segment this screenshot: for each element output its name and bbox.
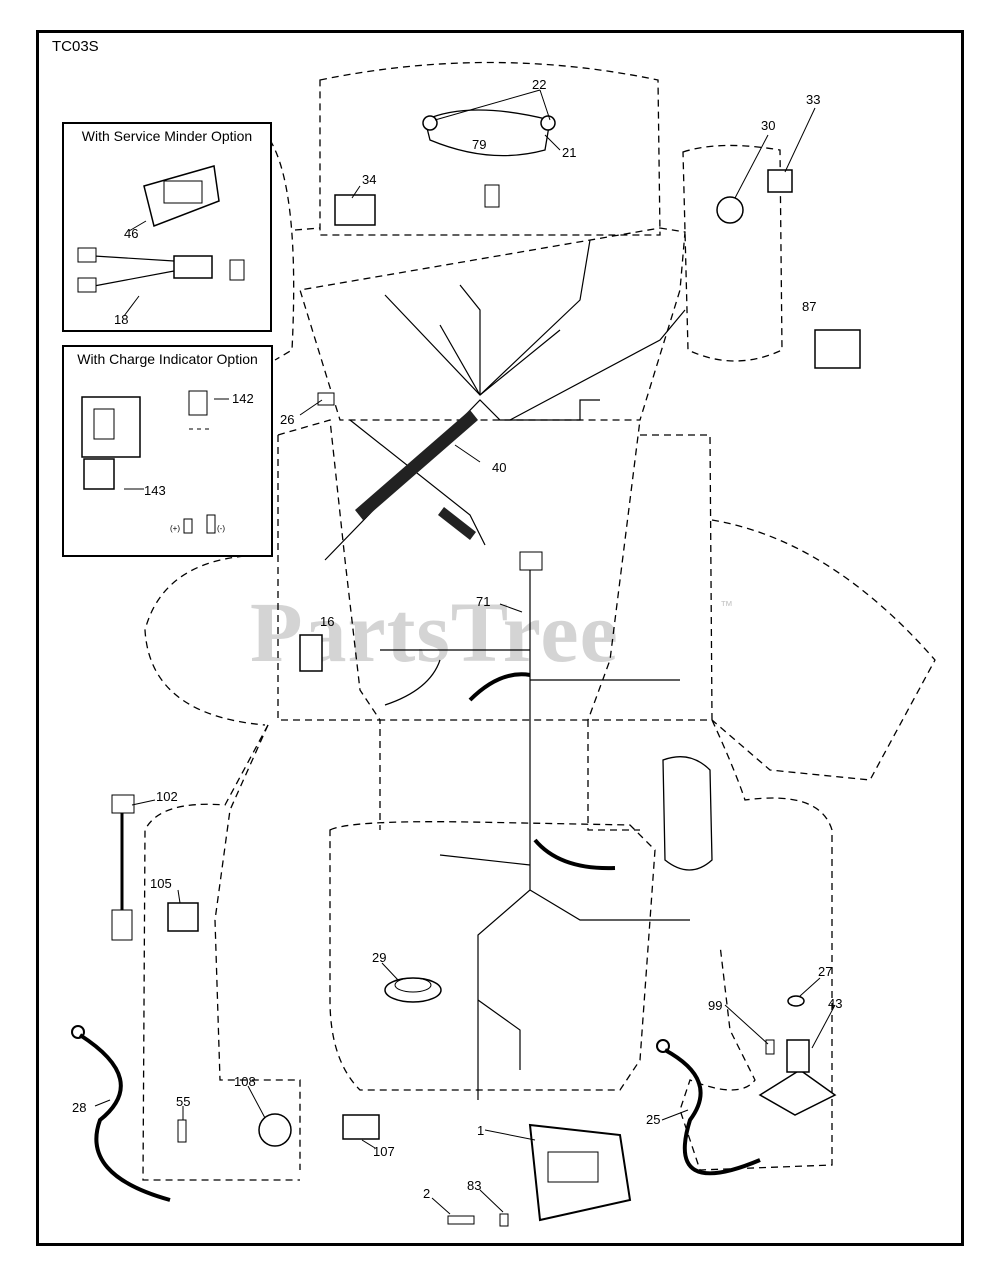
label-108: 108 xyxy=(234,1074,256,1089)
part-83-nut xyxy=(499,1213,509,1227)
cable-25-terminal xyxy=(656,1039,670,1053)
label-142: 142 xyxy=(232,391,254,406)
label-34: 34 xyxy=(362,172,376,187)
part-108-solenoid xyxy=(258,1113,292,1147)
part-18-plug-a xyxy=(77,247,97,263)
diagram-border xyxy=(36,30,964,1246)
label-40: 40 xyxy=(492,460,506,475)
cable-25 xyxy=(664,1048,761,1176)
shift-plate xyxy=(662,756,713,871)
part-1-battery-label xyxy=(547,1151,599,1183)
label-30: 30 xyxy=(761,118,775,133)
label-negative: (-) xyxy=(217,524,225,533)
inset-charge-indicator-title: With Charge Indicator Option xyxy=(77,351,258,367)
label-55: 55 xyxy=(176,1094,190,1109)
part-16-connector xyxy=(299,634,323,672)
leader-lines xyxy=(94,89,836,1215)
part-143-gauge xyxy=(81,396,141,458)
part-29-horn-inner xyxy=(394,977,432,993)
cable-28-terminal xyxy=(71,1025,85,1039)
part-27-nut xyxy=(787,995,805,1007)
part-34-switch xyxy=(334,194,376,226)
label-28: 28 xyxy=(72,1100,86,1115)
label-positive: (+) xyxy=(170,524,180,533)
part-143-connector xyxy=(83,458,115,490)
part-107-module xyxy=(342,1114,380,1140)
part-87-relay xyxy=(814,329,861,369)
part-102-plug-top xyxy=(111,794,135,814)
inset-service-minder-drawing: 46 18 xyxy=(77,165,245,327)
part-143-face xyxy=(93,408,115,440)
label-21: 21 xyxy=(562,145,576,160)
diagram-code: TC03S xyxy=(52,38,99,55)
watermark-trademark: ™ xyxy=(720,598,733,613)
harness-40 xyxy=(324,239,686,561)
part-43-solenoid xyxy=(786,1039,810,1073)
terminal-positive xyxy=(183,518,193,534)
label-2: 2 xyxy=(423,1186,430,1201)
part-22-bulb-right xyxy=(540,115,556,131)
label-107: 107 xyxy=(373,1144,395,1159)
part-1-battery xyxy=(528,1123,632,1222)
label-99: 99 xyxy=(708,998,722,1013)
part-43-bracket xyxy=(758,1069,837,1116)
label-29: 29 xyxy=(372,950,386,965)
label-16: 16 xyxy=(320,614,334,629)
part-33-switch xyxy=(767,169,793,193)
label-71: 71 xyxy=(476,594,490,609)
part-18-wires xyxy=(93,255,175,287)
label-143: 143 xyxy=(144,483,166,498)
label-83: 83 xyxy=(467,1178,481,1193)
part-142-terminal xyxy=(188,390,208,416)
inset-service-minder: With Service Minder Option 46 18 xyxy=(62,122,272,332)
inset-service-leaders xyxy=(123,220,147,317)
harness-71 xyxy=(380,560,690,1100)
ground-wire-lower xyxy=(533,838,616,871)
part-55-screw xyxy=(177,1119,187,1143)
part-18-plug-b xyxy=(77,277,97,293)
label-87: 87 xyxy=(802,299,816,314)
part-29-horn xyxy=(384,977,442,1003)
label-22: 22 xyxy=(532,77,546,92)
cable-28 xyxy=(78,1033,171,1202)
label-26: 26 xyxy=(280,412,294,427)
label-43: 43 xyxy=(828,996,842,1011)
part-105-switch xyxy=(167,902,199,932)
part-18-connector xyxy=(173,255,213,279)
inset-charge-indicator-drawing: 142 143 (+) (-) xyxy=(81,390,254,534)
part-79-connector xyxy=(484,184,500,208)
label-46: 46 xyxy=(124,226,138,241)
tractor-outline xyxy=(142,61,936,1181)
label-27: 27 xyxy=(818,964,832,979)
label-105: 105 xyxy=(150,876,172,891)
part-46-display xyxy=(163,180,203,204)
part-30-ignition xyxy=(716,196,744,224)
label-1: 1 xyxy=(477,1123,484,1138)
part-22-bulb-left xyxy=(422,115,438,131)
terminal-negative xyxy=(206,514,216,534)
label-18: 18 xyxy=(114,312,128,327)
part-2-bolt xyxy=(447,1215,475,1225)
part-46-meter xyxy=(143,165,220,228)
label-102: 102 xyxy=(156,789,178,804)
label-33: 33 xyxy=(806,92,820,107)
part-26-fuse xyxy=(317,392,335,406)
label-25: 25 xyxy=(646,1112,660,1127)
inset-charge-leaders xyxy=(124,398,229,490)
label-79: 79 xyxy=(472,137,486,152)
inset-charge-indicator: With Charge Indicator Option 142 143 (+)… xyxy=(62,345,273,557)
harness-40-sheath xyxy=(355,410,478,540)
part-99-screw xyxy=(765,1039,775,1055)
part-102-plug-bottom xyxy=(111,909,133,941)
part-18-terminal xyxy=(229,259,245,281)
inset-service-minder-title: With Service Minder Option xyxy=(81,128,253,144)
part-71-plug xyxy=(519,551,543,571)
ground-wire-upper xyxy=(468,672,531,702)
part-79-headlight-harness xyxy=(424,109,551,157)
